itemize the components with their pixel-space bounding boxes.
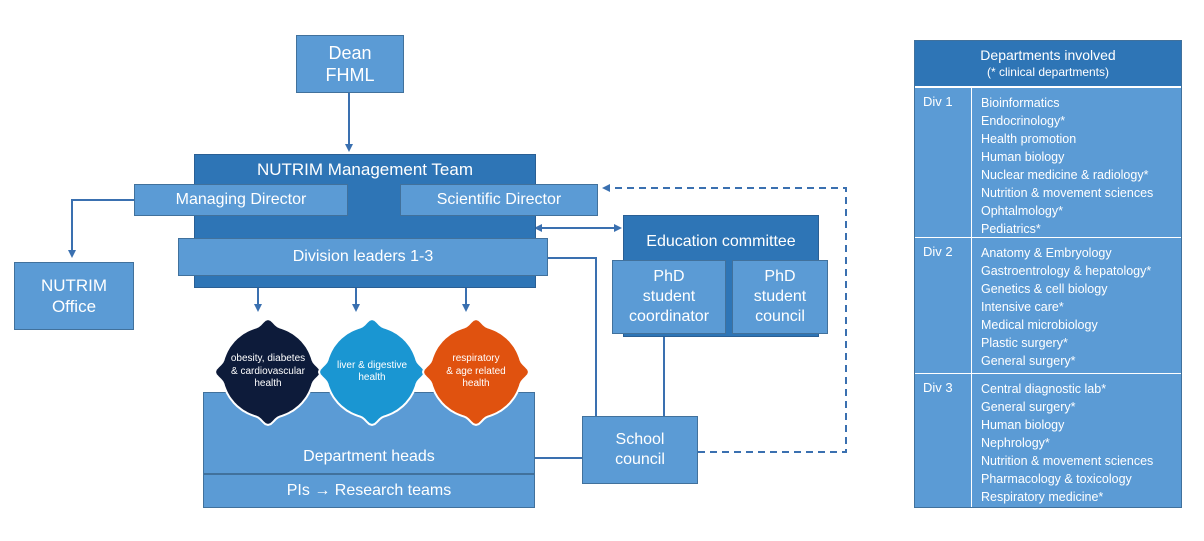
list-item: Genetics & cell biology xyxy=(981,282,1108,296)
list-item: Endocrinology* xyxy=(981,114,1066,128)
dean-box: Dean FHML xyxy=(296,35,404,93)
list-item: Bioinformatics xyxy=(981,96,1060,110)
list-item: Nutrition & movement sciences xyxy=(981,454,1154,468)
department-list: Bioinformatics Endocrinology* Health pro… xyxy=(981,94,1153,238)
phd-coordinator-box: PhD student coordinator xyxy=(612,260,726,334)
departments-table: Departments involved (* clinical departm… xyxy=(914,40,1182,508)
pis-box: PIs → Research teams xyxy=(203,474,535,508)
department-list: Anatomy & Embryology Gastroentrology & h… xyxy=(981,244,1151,370)
list-item: Intensive care* xyxy=(981,300,1064,314)
list-item: Central diagnostic lab* xyxy=(981,382,1107,396)
management-team-title: NUTRIM Management Team xyxy=(256,160,474,179)
division-school-link xyxy=(548,257,597,416)
gear-label-2: liver & digestive health xyxy=(336,359,408,384)
nutrim-office-box: NUTRIM Office xyxy=(14,262,134,330)
school-council-box: School council xyxy=(582,416,698,484)
departments-table-header: Departments involved (* clinical departm… xyxy=(915,41,1181,87)
gear-label-1: obesity, diabetes & cardiovascular healt… xyxy=(230,353,306,390)
list-item: Medical microbiology xyxy=(981,318,1098,332)
list-item: Health promotion xyxy=(981,132,1077,146)
division-name: Div 2 xyxy=(923,244,953,259)
list-item: Human biology xyxy=(981,418,1065,432)
division-row-1: Div 1 Bioinformatics Endocrinology* Heal… xyxy=(915,87,1181,237)
department-heads-label: Department heads xyxy=(303,448,435,465)
division-leaders-box: Division leaders 1-3 xyxy=(178,238,548,276)
list-item: Anatomy & Embryology xyxy=(981,246,1112,260)
gear-shape-2 xyxy=(317,317,427,427)
list-item: Respiratory medicine* xyxy=(981,490,1104,504)
gear-label-3: respiratory & age related health xyxy=(446,353,506,390)
managing-director-box: Managing Director xyxy=(134,184,348,216)
departments-subtitle: (* clinical departments) xyxy=(986,65,1110,79)
list-item: Pharmacology & toxicology xyxy=(981,472,1132,486)
division-name: Div 1 xyxy=(923,94,953,109)
list-item: Nutrition & movement sciences xyxy=(981,186,1154,200)
list-item: Nephrology* xyxy=(981,436,1050,450)
list-item: General surgery* xyxy=(981,400,1076,414)
division-name: Div 3 xyxy=(923,380,953,395)
education-committee-title: Education committee xyxy=(646,233,796,250)
division-row-2: Div 2 Anatomy & Embryology Gastroentrolo… xyxy=(915,237,1181,373)
list-item: Human biology xyxy=(981,150,1065,164)
list-item: Plastic surgery* xyxy=(981,336,1068,350)
list-item: General surgery* xyxy=(981,354,1076,368)
office-arrow xyxy=(68,199,134,258)
phd-council-box: PhD student council xyxy=(732,260,828,334)
gear-shape-3 xyxy=(421,317,531,427)
list-item: Ophtalmology* xyxy=(981,204,1063,218)
list-item: Nuclear medicine & radiology* xyxy=(981,168,1149,182)
scientific-director-box: Scientific Director xyxy=(400,184,598,216)
school-scientific-dashed xyxy=(602,184,847,453)
gear-shape-1 xyxy=(213,317,323,427)
department-list: Central diagnostic lab* General surgery*… xyxy=(981,380,1153,506)
list-item: Gastroentrology & hepatology* xyxy=(981,264,1152,278)
division-row-3: Div 3 Central diagnostic lab* General su… xyxy=(915,373,1181,507)
list-item: Pediatrics* xyxy=(981,222,1041,236)
departments-title: Departments involved xyxy=(980,47,1116,63)
